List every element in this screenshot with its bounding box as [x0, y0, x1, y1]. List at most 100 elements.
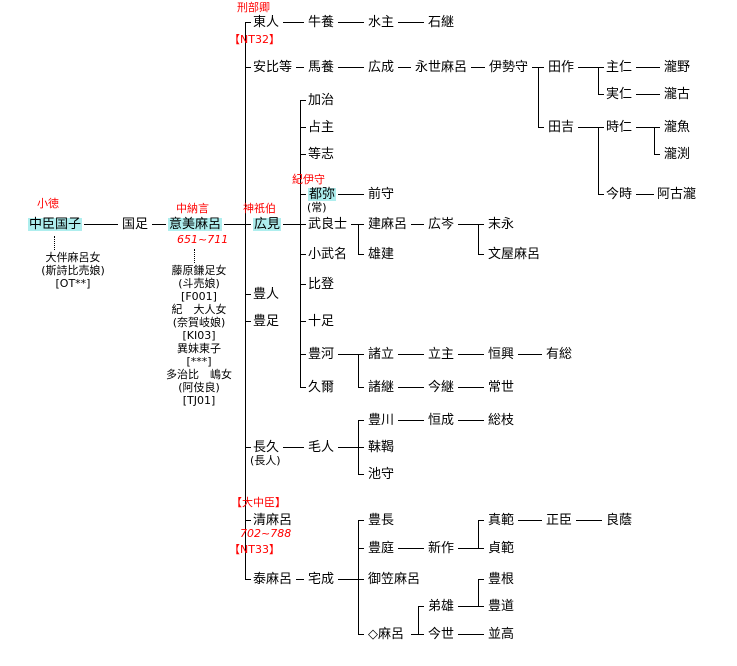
title-label: 刑部卿	[237, 1, 270, 14]
title-label: 紀伊守	[292, 173, 325, 186]
person-node: 主仁	[606, 60, 633, 75]
connector-line	[478, 224, 484, 225]
connector-line	[418, 606, 419, 635]
person-node: 文屋麻呂	[488, 247, 541, 262]
connector-line	[418, 606, 424, 607]
person-node: 石継	[428, 15, 455, 30]
connector-line	[578, 67, 598, 68]
connector-line	[418, 634, 424, 635]
connector-line	[598, 194, 604, 195]
person-node: 武良士	[308, 217, 348, 232]
person-node: 等志	[308, 147, 335, 162]
connector-line	[358, 387, 364, 388]
person-node: 恒興	[488, 347, 515, 362]
connector-line	[358, 634, 364, 635]
connector-line	[576, 520, 602, 521]
alias-label: (長人)	[250, 454, 281, 467]
person-node: 瀧野	[664, 60, 691, 75]
person-node: 比登	[308, 277, 335, 292]
person-node: 阿古瀧	[657, 187, 697, 202]
person-node: 池守	[368, 467, 395, 482]
person-node: 豊長	[368, 513, 395, 528]
connector-line	[636, 194, 654, 195]
connector-line	[636, 94, 660, 95]
person-node: 泰麻呂	[253, 572, 293, 587]
connector-line	[300, 100, 301, 388]
connector-line	[458, 420, 484, 421]
connector-line	[358, 520, 364, 521]
connector-line	[224, 224, 245, 225]
person-node: 十足	[308, 314, 335, 329]
connector-line	[338, 354, 358, 355]
clan-label: 【大中臣】	[231, 496, 286, 509]
person-node: 今継	[428, 380, 455, 395]
connector-line	[478, 579, 484, 580]
sheet-ref-nt32[interactable]: 【NT32】	[229, 33, 280, 46]
person-node: 諸継	[368, 380, 395, 395]
person-node: 東人	[253, 15, 280, 30]
connector-line	[458, 548, 478, 549]
person-node: 良蔭	[606, 513, 633, 528]
person-node: 立主	[428, 347, 455, 362]
consort-line: 藤原鎌足女	[171, 264, 227, 277]
connector-line	[654, 154, 660, 155]
person-node: 中臣国子	[28, 217, 83, 232]
person-node: 末永	[488, 217, 515, 232]
connector-line	[296, 67, 304, 68]
connector-line	[478, 254, 484, 255]
connector-line	[245, 520, 251, 521]
connector-line	[283, 22, 304, 23]
connector-line	[300, 224, 306, 225]
rank-label: 小徳	[37, 197, 59, 210]
title-label: 中納言	[176, 202, 209, 215]
consort-line: [KI03]	[182, 329, 216, 342]
connector-line	[636, 127, 654, 128]
connector-line	[458, 606, 478, 607]
connector-line	[296, 579, 304, 580]
person-node: 牛養	[308, 15, 335, 30]
person-node: 新作	[428, 541, 455, 556]
person-node: 豊人	[253, 287, 280, 302]
connector-line	[598, 94, 604, 95]
person-node: 今時	[606, 187, 633, 202]
person-node: 正臣	[546, 513, 573, 528]
connector-line	[338, 447, 358, 448]
connector-line	[300, 127, 306, 128]
person-node: 国足	[122, 217, 149, 232]
connector-line	[458, 387, 484, 388]
connector-line	[245, 294, 251, 295]
connector-line	[300, 354, 306, 355]
person-node: 総枝	[488, 413, 515, 428]
connector-line	[598, 67, 599, 95]
connector-line	[538, 127, 544, 128]
connector-line	[338, 22, 364, 23]
person-node: 豊道	[488, 599, 515, 614]
person-node: 小武名	[308, 247, 348, 262]
dotted-connector-line	[194, 249, 195, 263]
connector-line	[300, 100, 306, 101]
connector-line	[338, 194, 364, 195]
connector-line	[300, 194, 306, 195]
consort-line: (奈賀岐娘)	[172, 316, 226, 329]
person-node: 馬養	[308, 60, 335, 75]
person-node: 田吉	[548, 120, 575, 135]
lifespan-label: 651~711	[177, 233, 229, 246]
connector-line	[245, 22, 246, 580]
connector-line	[654, 127, 660, 128]
person-node: 豊足	[253, 314, 280, 329]
connector-line	[518, 354, 542, 355]
connector-line	[358, 548, 364, 549]
consort-line: [OT**]	[55, 277, 91, 290]
sheet-ref-nt33[interactable]: 【NT33】	[229, 543, 280, 556]
connector-line	[358, 354, 364, 355]
person-node: 貞範	[488, 541, 515, 556]
person-node: 時仁	[606, 120, 633, 135]
person-node: 弟雄	[428, 599, 455, 614]
connector-line	[578, 127, 598, 128]
connector-line	[358, 420, 364, 421]
person-node: 占主	[308, 120, 335, 135]
person-node: 瀧魚	[664, 120, 691, 135]
connector-line	[478, 224, 479, 255]
person-node: 水主	[368, 15, 395, 30]
connector-line	[458, 354, 484, 355]
